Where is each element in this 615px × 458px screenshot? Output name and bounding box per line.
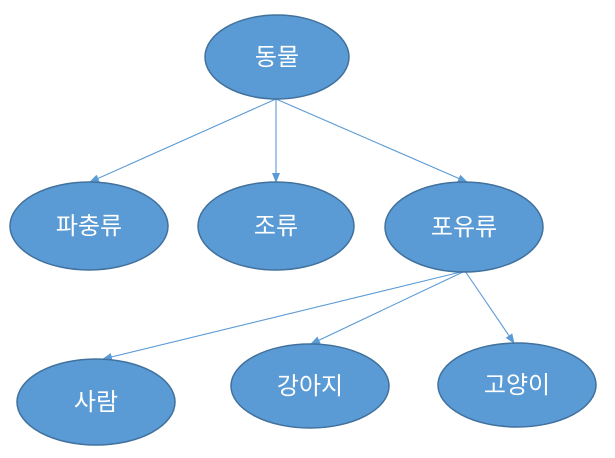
edges-layer [89, 98, 515, 361]
node-dog: 강아지 [230, 343, 390, 429]
edge-mammal-human [102, 270, 466, 361]
node-label: 조류 [254, 212, 298, 240]
node-reptile: 파충류 [9, 181, 169, 271]
node-label: 강아지 [277, 372, 343, 400]
node-bird: 조류 [197, 181, 355, 271]
node-label: 포유류 [431, 213, 497, 241]
node-human: 사람 [16, 358, 176, 446]
edge-mammal-cat [464, 270, 515, 344]
node-label: 고양이 [484, 371, 550, 399]
node-label: 사람 [74, 388, 118, 416]
node-label: 동물 [255, 43, 299, 71]
edge-mammal-dog [310, 270, 466, 345]
node-animal: 동물 [204, 14, 350, 100]
node-label: 파충류 [56, 212, 122, 240]
node-mammal: 포유류 [384, 181, 544, 273]
nodes-layer: 동물 파충류 조류 포유류 사람 강아지 고양이 [9, 14, 597, 446]
edge-animal-mammal [275, 98, 468, 183]
node-cat: 고양이 [437, 342, 597, 428]
edge-animal-reptile [89, 98, 277, 183]
